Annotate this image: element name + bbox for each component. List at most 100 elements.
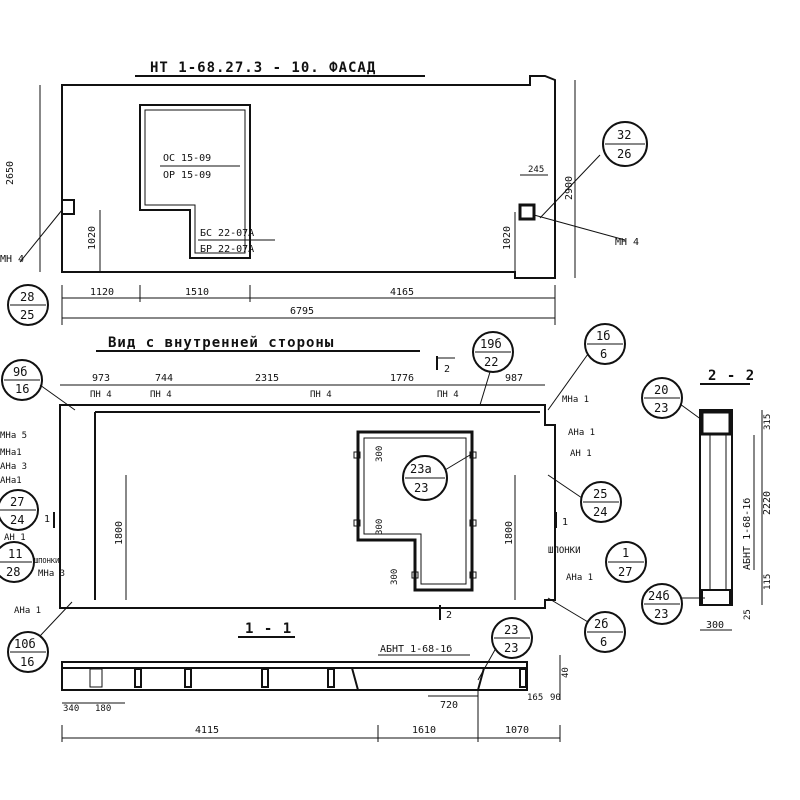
svg-text:23: 23 (654, 401, 668, 415)
inner-panel-outline (59, 404, 556, 609)
leader-10b (39, 601, 73, 637)
section-1-mark: 1 (562, 517, 568, 528)
svg-text:23а: 23а (410, 462, 432, 476)
s22-dim-25: 25 (743, 609, 753, 620)
svg-text:23: 23 (654, 607, 668, 621)
inner-dim-5: 987 (505, 373, 523, 384)
leader-20-23 (679, 403, 703, 421)
left-label-7: МНа 3 (38, 569, 65, 579)
section-1-1-opening (351, 667, 485, 691)
dim-bottom-1: 1120 (90, 287, 114, 298)
dim-1020-a: 1020 (87, 226, 98, 250)
s22-dim-315: 315 (763, 414, 773, 430)
leader-25 (547, 474, 583, 499)
leader-mn4-left (19, 209, 63, 263)
left-label-4: АНа1 (0, 476, 22, 486)
svg-text:1б: 1б (596, 329, 610, 343)
bubble-23a: 23а 23 (402, 455, 448, 501)
mn4-right-label: МН 4 (615, 237, 639, 248)
svg-text:1: 1 (622, 546, 629, 560)
svg-text:23: 23 (504, 623, 518, 637)
opening-label-1: ОС 15-09 (163, 153, 211, 164)
svg-text:25: 25 (593, 487, 607, 501)
svg-text:11: 11 (8, 547, 22, 561)
bubble-19b: 19б 22 (472, 331, 514, 373)
dim-245: 245 (528, 165, 544, 175)
dim-bottom-3: 4165 (390, 287, 414, 298)
bubble-23-23: 23 23 (491, 617, 533, 659)
svg-text:23: 23 (504, 641, 518, 655)
leader-mn4-right (533, 214, 626, 241)
bubble-1-27: 1 27 (605, 541, 647, 583)
leader-23-23 (477, 647, 497, 681)
anchor-3 (353, 519, 361, 527)
svg-text:16: 16 (20, 655, 34, 669)
right-label-3: АН 1 (570, 449, 592, 459)
dim-300-a: 300 (375, 446, 385, 462)
bubble-1b: 1б 6 (584, 323, 626, 365)
leader-1b (547, 353, 589, 411)
inner-dim-4: 1776 (390, 373, 414, 384)
section-2-2-title: 2 - 2 (708, 368, 755, 384)
section-1-1-embed-4 (261, 668, 269, 688)
svg-text:26: 26 (617, 147, 631, 161)
svg-text:28: 28 (6, 565, 20, 579)
inner-opening-inner (363, 437, 467, 585)
dim-1020-b: 1020 (502, 226, 513, 250)
door-label-2: БР 22-07А (200, 244, 254, 255)
inner-opening (356, 430, 474, 592)
facade-opening (139, 104, 251, 259)
svg-text:32: 32 (617, 128, 631, 142)
bubble-27: 27 24 (0, 489, 39, 531)
dim-bottom-2: 1510 (185, 287, 209, 298)
section-1-1-embed-2 (134, 668, 142, 688)
section-1-1-label: АБНТ 1-68-1б (380, 643, 452, 655)
section-1-mark-left: 1 (44, 514, 50, 525)
inner-view: Вид с внутренней стороны 2 973 744 2315 … (0, 323, 647, 681)
facade-embed-left (61, 199, 75, 215)
left-label-3: АНа 3 (0, 462, 27, 472)
left-label-2: МНа1 (0, 448, 22, 458)
left-label-6: ШПОНКИ (34, 557, 59, 565)
dim-300-b: 300 (375, 519, 385, 535)
leader-23a (444, 454, 471, 471)
facade-opening-inner (144, 109, 246, 254)
facade-embed-right (518, 203, 536, 221)
svg-text:24: 24 (10, 513, 24, 527)
svg-text:20: 20 (654, 383, 668, 397)
section-2-2-bottom-block (701, 589, 731, 606)
pn-label-4: ПН 4 (437, 390, 459, 400)
pn-label-3: ПН 4 (310, 390, 332, 400)
door-label-1: БС 22-07А (200, 228, 254, 239)
bubble-facade-right: 32 26 (602, 121, 648, 167)
inner-dim-1: 973 (92, 373, 110, 384)
left-label-1: МНа 5 (0, 431, 27, 441)
dim-height-left: 2650 (5, 161, 16, 185)
section-2-2-body (699, 409, 733, 606)
facade-title: НТ 1-68.27.3 - 10. ФАСАД (150, 60, 376, 76)
bubble-facade-left: 28 25 (7, 284, 49, 326)
leader-9b (39, 384, 76, 411)
s11-dim-180: 180 (95, 704, 111, 714)
s11-dim-1070: 1070 (505, 725, 529, 736)
pn-label-1: ПН 4 (90, 390, 112, 400)
s11-dim-165: 165 (527, 693, 543, 703)
s11-dim-90: 90 (550, 693, 561, 703)
svg-text:25: 25 (20, 308, 34, 322)
facade-view: НТ 1-68.27.3 - 10. ФАСАД ОС 15-09 ОР 15-… (0, 60, 648, 326)
bubble-9b: 9б 16 (1, 359, 43, 401)
section-1-1-embed-1 (89, 668, 103, 688)
svg-text:23: 23 (414, 481, 428, 495)
s22-dim-2220: 2220 (762, 491, 773, 515)
dim-height-right: 2900 (564, 176, 575, 200)
bubble-10b: 10б 16 (7, 631, 49, 673)
bubble-11: 11 28 (0, 541, 35, 583)
s22-dim-115: 115 (763, 574, 773, 590)
bubble-20-23: 20 23 (641, 377, 683, 419)
svg-text:27: 27 (10, 495, 24, 509)
right-label-4: ШПОНКИ (548, 546, 581, 556)
pn-label-2: ПН 4 (150, 390, 172, 400)
section-1-1-embed-3 (184, 668, 192, 688)
dim-300-c: 300 (390, 569, 400, 585)
anchor-6 (469, 571, 477, 579)
